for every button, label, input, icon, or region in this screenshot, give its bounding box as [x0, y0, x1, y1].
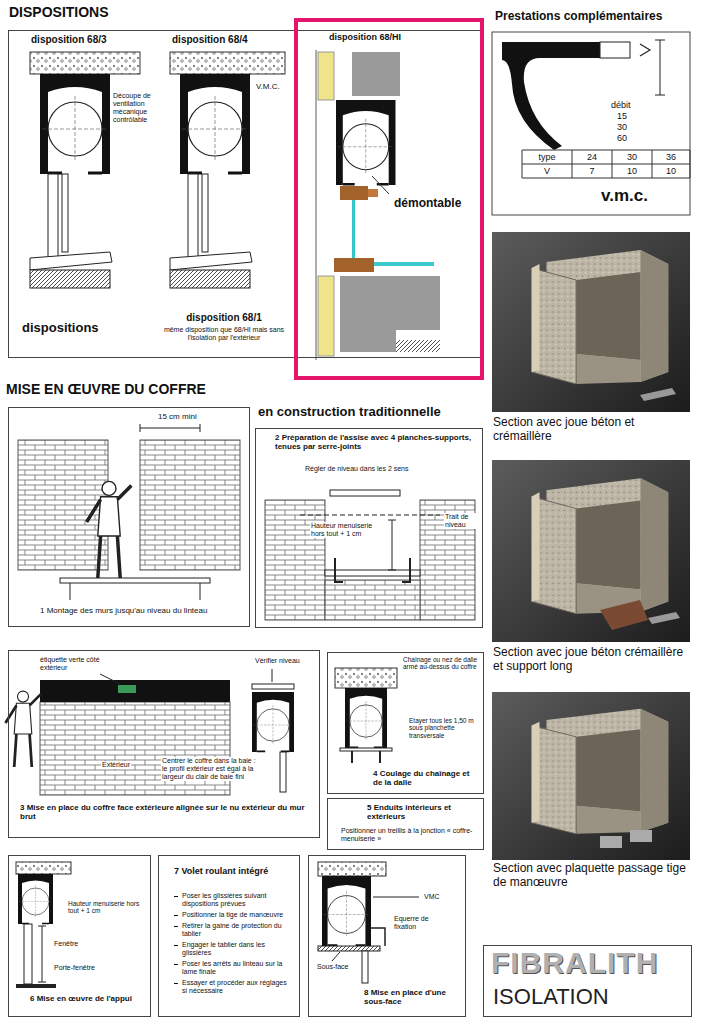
list-item: Essayer et procéder aux réglages si néce… — [181, 979, 293, 995]
box-heading: FIBRALITH — [490, 946, 659, 981]
table-cell: 30 — [613, 152, 651, 162]
step-panel: 8 Mise en place d'une sous-face VMC Equerr… — [308, 855, 466, 1017]
box-text: Etayer tous les 1,50 m sous planchette t… — [408, 717, 478, 739]
box-heading: 5 Enduits intérieurs et extérieurs — [366, 803, 478, 821]
list-item: Retirer la gaine de protection du tablie… — [181, 922, 293, 938]
disposition-drawing: disposition 68/3Découpe de ventilation m… — [22, 34, 162, 304]
photo-box: Section avec joue béton crémaillère et s… — [490, 458, 692, 688]
highlight-box: disposition 68/HI démontable — [294, 18, 484, 380]
box-text: Hauteur menuiserie hors tout + 1 cm — [310, 522, 382, 538]
list-item: Poser les glissières suivant disposition… — [181, 892, 293, 908]
photo-box: Section avec joue béton et crémaillère — [490, 230, 692, 448]
box-heading: 7 Volet roulant intégré — [173, 866, 269, 876]
box-heading: 2 Préparation de l'assise avec 4 planche… — [274, 433, 474, 451]
table-cell: 24 — [573, 152, 611, 162]
box-text: étiquette verte côté extérieur — [39, 656, 119, 672]
table-cell: 7 — [573, 166, 611, 176]
step-panel: 1 Montage des murs jusqu'au niveau du li… — [8, 407, 250, 627]
box-heading: 4 Coulage du chaînage et de la dalle — [372, 769, 480, 787]
box-text: V.M.C. — [255, 82, 281, 91]
dispositions-panel: dispositions disposition 68/3Découpe de v… — [8, 30, 484, 358]
step-panel: 3 Mise en place du coffre face extérieur… — [8, 650, 320, 838]
box-heading: 1 Montage des murs jusqu'au niveau du li… — [39, 606, 208, 615]
brand-box: FIBRALITH ISOLATION — [483, 945, 692, 1017]
options-box: Prestations complémentaires v.m.c. — [492, 10, 692, 215]
box-text: Positionner un treillis à la jonction « … — [340, 827, 478, 843]
step-panel: 5 Enduits intérieurs et extérieursPositi… — [327, 798, 484, 850]
box-text: 15 cm mini — [157, 412, 198, 421]
box-text: Vérifier niveau — [254, 657, 301, 665]
box-text: Hauteur menuiserie hors tout + 1 cm — [67, 900, 145, 915]
box-heading: 8 Mise en place d'une sous-face — [363, 988, 461, 1006]
box-heading: disposition 68/HI — [328, 32, 402, 42]
photo-box: Section avec plaquette passage tige de m… — [490, 690, 692, 904]
step-panel: 2 Préparation de l'assise avec 4 planche… — [255, 428, 483, 628]
box-text: Chaînage ou nez de dalle armé au-dessus … — [402, 656, 482, 671]
box-text: Découpe de ventilation mécanique contrôl… — [112, 92, 162, 124]
step-panel: 4 Coulage du chaînage et de la dalle Chaî… — [327, 652, 484, 794]
box-heading: 3 Mise en place du coffre face extérieur… — [19, 803, 319, 821]
section-heading: MISE EN ŒUVRE DU COFFRE — [5, 381, 207, 397]
list-item: Engager le tablier dans les glissières — [181, 941, 293, 957]
box-text: Régler de niveau dans les 2 sens — [304, 465, 410, 473]
table-value: 15 — [616, 111, 628, 121]
page-title: DISPOSITIONS — [8, 4, 110, 20]
box-heading: disposition 68/3 — [30, 34, 108, 46]
box-text: Fenêtre — [53, 940, 79, 948]
box-heading: disposition 68/4 — [171, 34, 249, 46]
table-cell: 10 — [653, 166, 689, 176]
box-text: Porte-fenêtre — [53, 964, 96, 972]
list-item: Poser les arrêts au linteau sur la lame … — [181, 960, 293, 976]
table-value: 30 — [616, 122, 628, 132]
table-cell: type — [523, 152, 571, 162]
box-text: démontable — [393, 197, 462, 211]
box-text: Sous-face — [316, 963, 350, 971]
table-cell: 10 — [613, 166, 651, 176]
box-heading: dispositions — [21, 321, 100, 336]
disposition-drawing: disposition 68/4V.M.C. — [165, 34, 290, 274]
table-label: débit — [610, 100, 632, 110]
box-heading: Section avec joue béton crémaillère et s… — [492, 646, 690, 674]
box-text: ISOLATION — [492, 984, 610, 1009]
table-cell: 36 — [653, 152, 689, 162]
box-text: Extérieur — [101, 761, 131, 769]
step-panel: 6 Mise en œuvre de l'appui Hauteur menuis… — [8, 855, 151, 1017]
table-value: 60 — [616, 133, 628, 143]
box-text: Trait de niveau — [444, 513, 480, 529]
box-heading: Section avec plaquette passage tige de m… — [492, 862, 690, 890]
box-heading: 6 Mise en œuvre de l'appui — [29, 994, 133, 1003]
box-text: Equerre de fixation — [393, 915, 443, 931]
list-item: Positionner la tige de manœuvre — [181, 911, 284, 919]
box-text: v.m.c. — [600, 186, 649, 206]
disposition-caption: disposition 68/1 même disposition que 68/… — [158, 312, 290, 356]
section-subheading: en construction traditionnelle — [257, 405, 442, 420]
box-heading: Section avec joue béton et crémaillère — [492, 416, 690, 444]
step-panel: 7 Volet roulant intégréPoser les glissiè… — [158, 855, 300, 1017]
box-text: Centrer le coffre dans la baie : le prof… — [161, 757, 261, 781]
box-text: même disposition que 68/HI mais sans l'i… — [158, 326, 290, 342]
box-text: VMC — [423, 893, 441, 901]
box-heading: Prestations complémentaires — [494, 10, 663, 24]
table-cell: V — [523, 166, 571, 176]
box-heading: disposition 68/1 — [158, 312, 290, 324]
